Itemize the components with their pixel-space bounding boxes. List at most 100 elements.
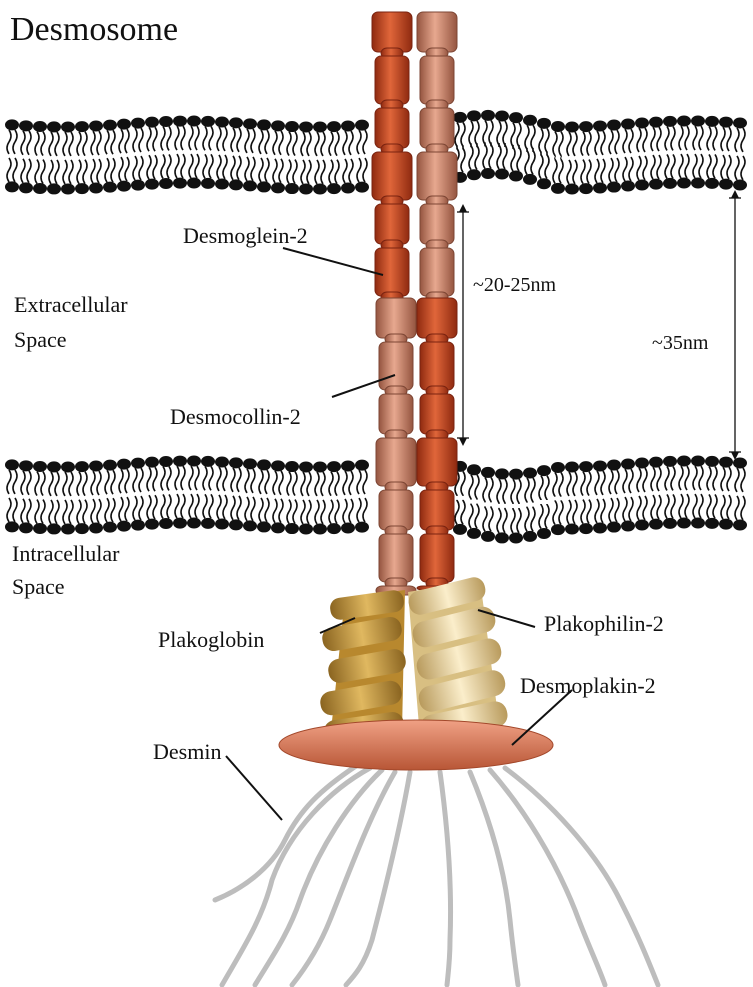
lipid-tail [693,494,697,518]
lipid-head [117,459,131,470]
plakophilin-coil [406,575,509,743]
lipid-head [243,180,257,191]
desmocollin-label: Desmocollin-2 [170,403,301,432]
lipid-tail [83,500,87,524]
lipid-tail [329,500,333,524]
lipid-head [649,457,663,468]
lipid-head [103,522,117,533]
lipid-head [313,183,327,194]
lipid-tail [41,160,45,184]
lipid-tail [671,154,675,178]
lipid-tail [623,497,627,521]
lipid-tail [455,500,459,525]
lipid-head [733,117,747,128]
lipid-tail [455,122,459,146]
lipid-tail [335,160,339,184]
lipid-head [243,458,257,469]
lipid-tail [139,468,143,492]
lipid-tail [307,132,311,156]
desmocollin-2-chain [420,204,454,244]
lipid-head [467,169,481,180]
lipid-tail [307,472,311,496]
lipid-tail [35,472,39,496]
plakoglobin-label: Plakoglobin [158,626,264,655]
lipid-tail [713,154,717,178]
lipid-tail [287,472,291,496]
lipid-head [187,116,201,127]
lipid-tail [637,128,641,152]
lipid-head [593,120,607,131]
lipid-tail [153,127,157,151]
lipid-tail [49,160,53,184]
lipid-head [733,179,747,190]
lipid-head [271,522,285,533]
lipid-tail [357,498,361,522]
lipid-head [229,519,243,530]
lipid-tail [329,160,333,184]
lipid-head [495,468,509,479]
desmocollin-2-chain [420,56,454,104]
lipid-head [145,457,159,468]
lipid-head [495,168,509,179]
lipid-tail [489,477,493,502]
lipid-tail [147,127,151,151]
lipid-tail [343,499,347,523]
lipid-head [537,528,551,539]
lipid-tail [679,126,683,150]
lipid-tail [259,470,263,494]
desmoglein-2-chain [420,490,454,530]
lipid-tail [125,469,129,493]
lipid-head [537,465,551,476]
lipid-tail [293,500,297,524]
lipid-tail [7,498,11,522]
lipid-tail [517,479,521,504]
desmocollin-2-chain [420,248,454,296]
lipid-tail [483,145,487,169]
lipid-tail [545,504,549,528]
lipid-tail [161,126,165,150]
lipid-head [523,115,537,126]
lipid-tail [679,466,683,490]
lipid-tail [601,471,605,495]
lipid-head [579,523,593,534]
lipid-tail [615,470,619,494]
lipid-tail [69,500,73,524]
lipid-tail [335,500,339,524]
lipid-tail [41,472,45,496]
lipid-head [285,523,299,534]
lipid-tail [699,494,703,518]
lipid-tail [699,466,703,490]
lipid-head [61,461,75,472]
lipid-tail [623,469,627,493]
desmocollin-2-chain [417,12,457,52]
lipid-tail [693,126,697,150]
lipid-head [5,521,19,532]
lipid-tail [517,147,521,171]
lipid-tail [357,158,361,182]
lipid-head [635,519,649,530]
lipid-tail [735,468,739,492]
lipid-tail [651,467,655,491]
lipid-head [607,120,621,131]
lipid-tail [273,159,277,183]
lipid-tail [707,494,711,518]
lipid-tail [181,494,185,518]
lipid-tail [147,467,151,491]
lipid-tail [63,472,67,496]
lipid-tail [699,126,703,150]
desmoglein-2-chain [420,394,454,434]
lipid-head [257,119,271,130]
lipid-tail [181,466,185,490]
lipid-tail [581,132,585,156]
lipid-tail [265,470,269,494]
lipid-tail [741,468,745,492]
lipid-tail [315,160,319,184]
lipid-tail [483,506,487,531]
lipid-tail [111,130,115,154]
lipid-tail [461,122,465,146]
lipid-head [635,457,649,468]
lipid-head [103,182,117,193]
lipid-tail [139,156,143,180]
lipid-tail [469,475,473,500]
lipid-tail [475,146,479,170]
